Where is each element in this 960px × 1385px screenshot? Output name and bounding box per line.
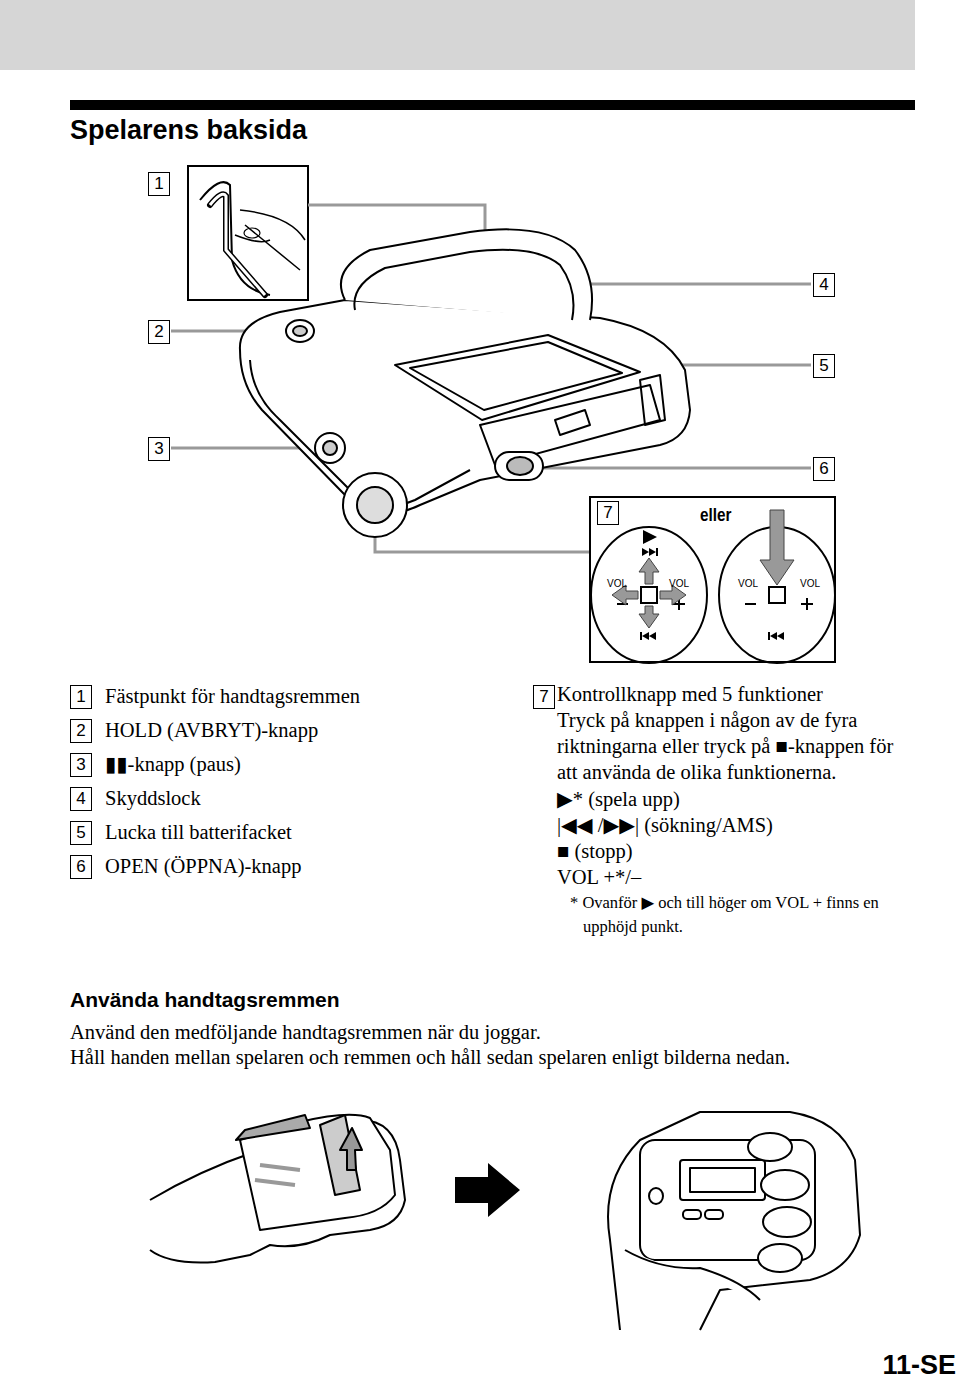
body-text: |◀◀ /▶▶| (sökning/AMS): [557, 812, 773, 838]
body-text: Använd den medföljande handtagsremmen nä…: [70, 1019, 541, 1045]
page-title: Spelarens baksida: [70, 115, 307, 146]
body-text: Skyddslock: [105, 785, 201, 811]
footnote: * Ovanför ▶ och till höger om VOL + finn…: [583, 891, 913, 939]
callout-number: 2: [70, 719, 92, 743]
section-heading: Använda handtagsremmen: [70, 988, 340, 1012]
body-text: ▮▮-knapp (paus): [105, 751, 241, 777]
callout-number: 4: [813, 273, 835, 297]
button-label: VOL: [738, 578, 758, 589]
callout-number: 5: [70, 821, 92, 845]
body-text: ■ (stopp): [557, 838, 633, 864]
button-label: VOL: [607, 578, 627, 589]
body-text: Kontrollknapp med 5 funktioner: [557, 681, 823, 707]
callout-number: 1: [70, 685, 92, 709]
body-text: Lucka till batterifacket: [105, 819, 292, 845]
body-text: VOL +*/–: [557, 864, 641, 890]
callout-number: 2: [148, 320, 170, 344]
body-text: OPEN (ÖPPNA)-knapp: [105, 853, 301, 879]
page-number: 11-SE: [882, 1350, 956, 1381]
callout-number: 4: [70, 787, 92, 811]
body-text: Håll handen mellan spelaren och remmen o…: [70, 1044, 790, 1070]
callout-number: 6: [70, 855, 92, 879]
callout-number: 7: [597, 501, 619, 525]
callout-number: 6: [813, 457, 835, 481]
body-text: Fästpunkt för handtagsremmen: [105, 683, 360, 709]
body-text: ▶* (spela upp): [557, 786, 680, 812]
callout-number: 7: [533, 685, 555, 709]
inset-label: eller: [700, 505, 731, 526]
callout-number: 3: [70, 753, 92, 777]
callout-number: 5: [813, 354, 835, 378]
callout-number: 3: [148, 437, 170, 461]
button-label: VOL: [669, 578, 689, 589]
callout-number: 1: [148, 172, 170, 196]
body-text: Tryck på knappen i någon av de fyra rikt…: [557, 707, 909, 785]
button-label: VOL: [800, 578, 820, 589]
body-text: HOLD (AVBRYT)-knapp: [105, 717, 318, 743]
